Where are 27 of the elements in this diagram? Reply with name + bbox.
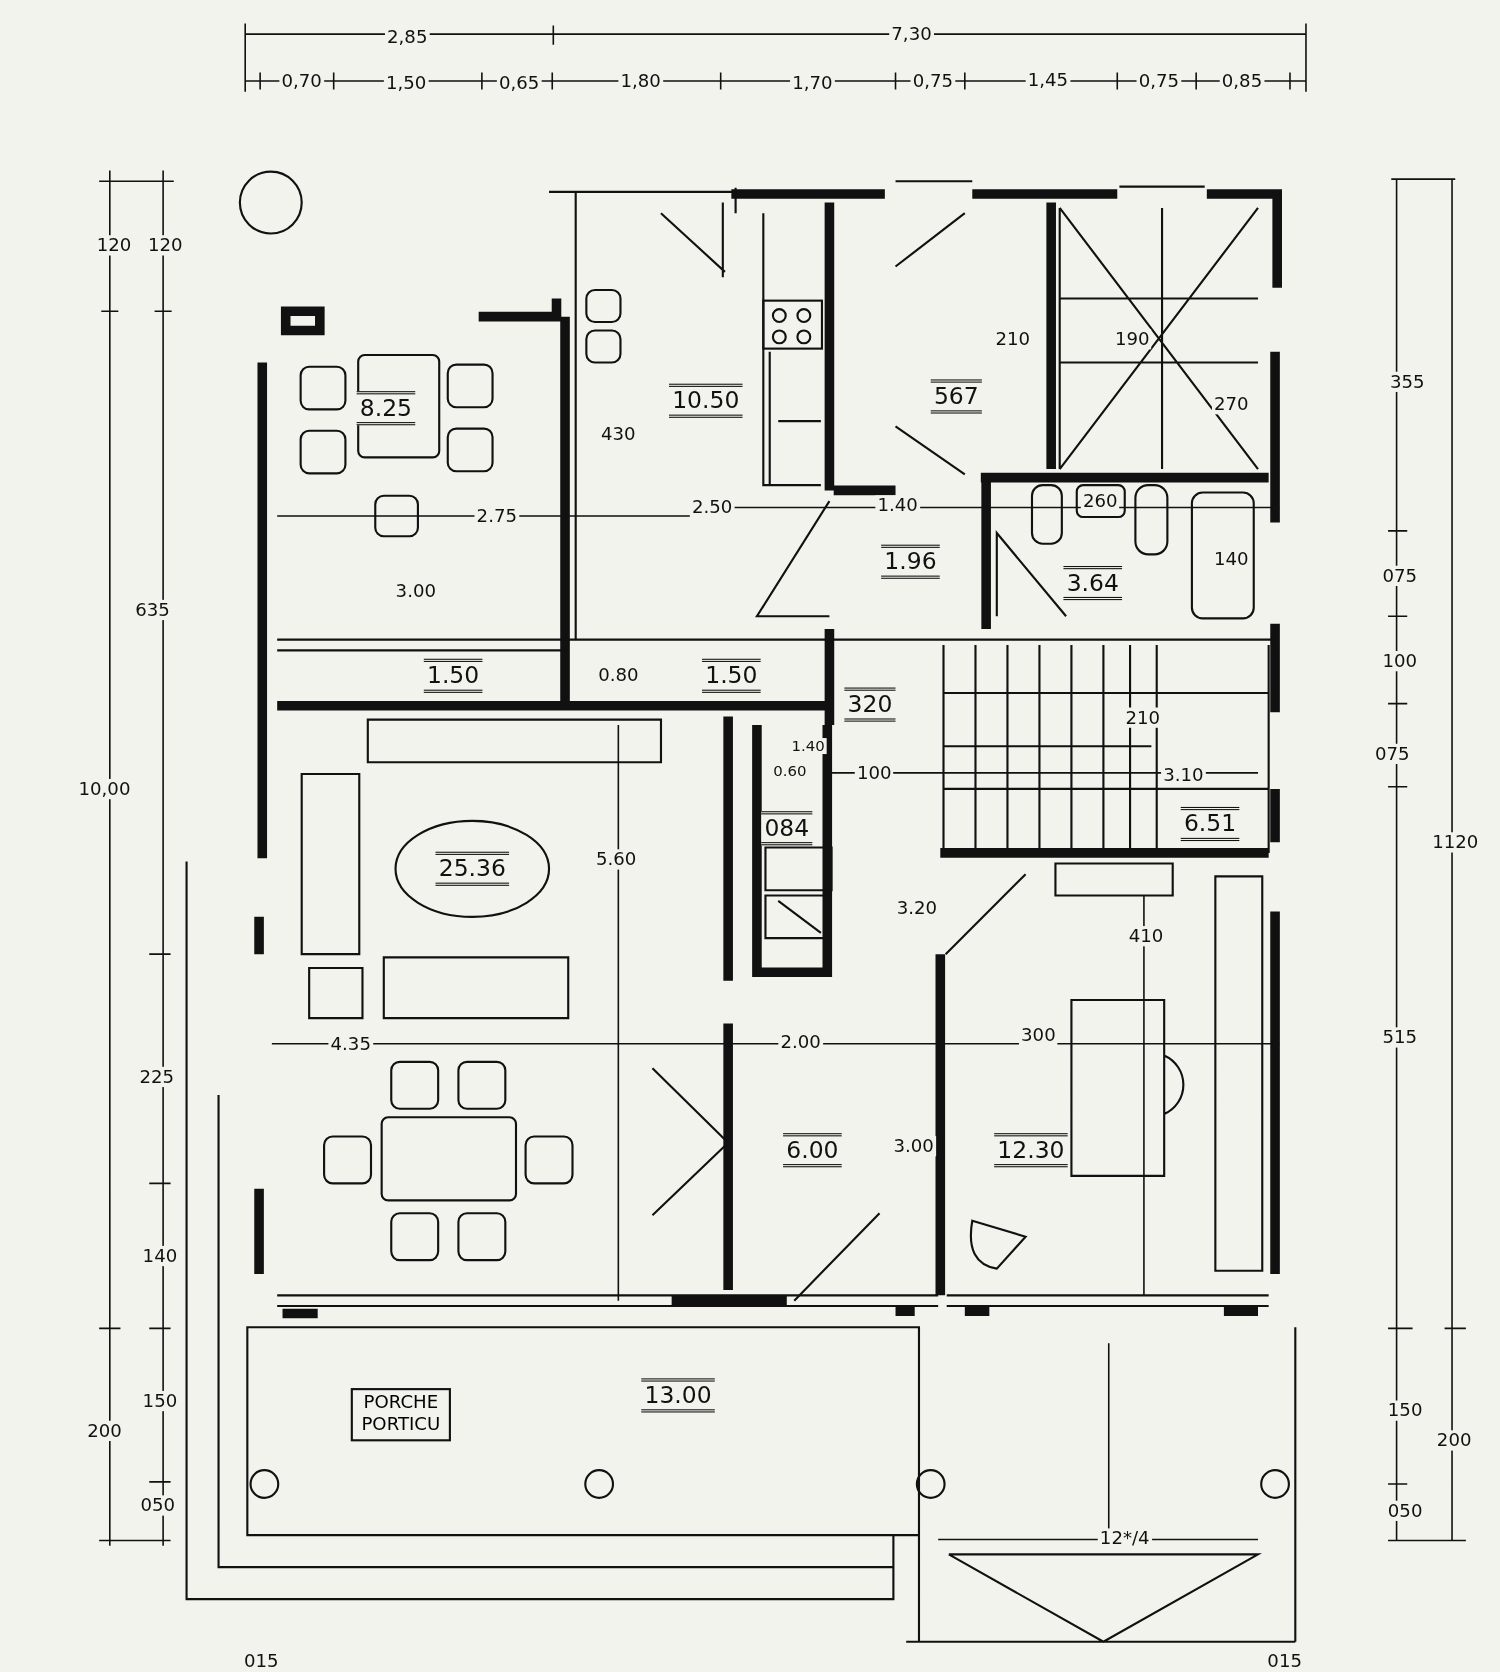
dimension-label: 0,85 [1219,71,1265,91]
dimension-label: 410 [1126,926,1166,946]
dimension-label: 7,30 [889,24,934,45]
dimension-label: 1,50 [383,73,429,94]
room-area-label: 1.50 [423,658,483,694]
dimension-label: 2.50 [689,497,735,518]
dimension-label: 1,70 [790,73,835,94]
dimension-label: 1,80 [618,71,664,91]
room-name-box: PORCHE PORTICU [350,1388,451,1442]
dimension-label: 200 [85,1420,124,1441]
dimension-label: 635 [133,599,172,620]
dimension-label: 0,75 [910,71,956,91]
dimension-label: 260 [1080,491,1120,512]
dimension-label: 050 [1385,1500,1425,1521]
dimension-label: 2,85 [384,27,430,48]
room-area-label: 3.64 [1063,566,1123,601]
dimension-label: 1,45 [1025,70,1071,90]
room-area-label: 084 [761,811,813,846]
dimension-label: 0,70 [279,71,324,91]
dimension-label: 0,75 [1136,71,1182,91]
room-area-label: 6.51 [1180,806,1240,842]
dimension-label: 3.00 [891,1136,936,1156]
dimension-label: 0,65 [496,73,542,94]
slope-label: 12*/4 [1097,1528,1152,1549]
dimension-label: 270 [1211,394,1251,414]
dimension-label: 300 [1018,1025,1058,1046]
room-area-label: 25.36 [435,851,510,887]
